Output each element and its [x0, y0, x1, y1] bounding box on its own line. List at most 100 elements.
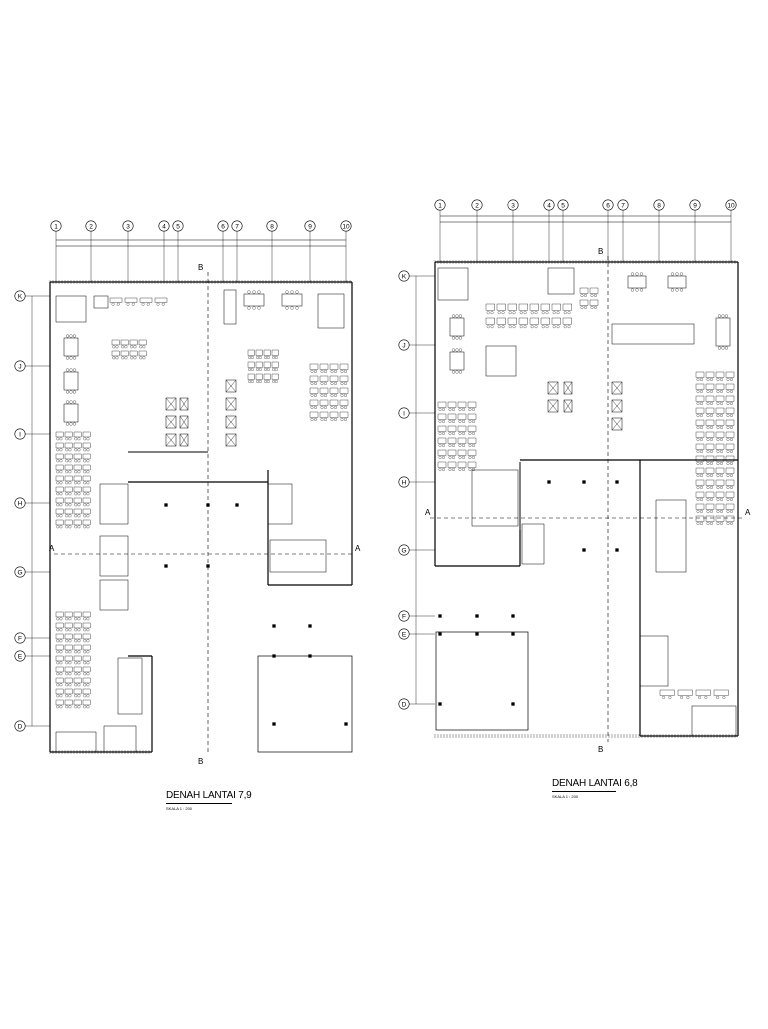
section-label-a-right: A	[355, 544, 361, 553]
lift-shaft	[563, 399, 573, 413]
chair	[458, 370, 463, 374]
room-outline	[55, 295, 87, 323]
chair	[716, 377, 720, 381]
chair	[710, 389, 713, 393]
chair	[74, 437, 78, 441]
workstation-desk	[551, 317, 561, 325]
chair	[74, 503, 78, 507]
grid-bubble-column-1: 1	[50, 220, 62, 232]
plan-title-right: DENAH LANTAI 6,8	[552, 778, 638, 789]
chair	[68, 459, 72, 463]
grid-bubble-label: 5	[176, 223, 180, 230]
chair	[720, 401, 723, 405]
chair	[83, 470, 87, 474]
workstation-desk	[82, 508, 91, 515]
chair	[56, 617, 60, 621]
chair	[700, 449, 703, 453]
workstation-desk	[82, 699, 91, 706]
workstation-desk	[64, 475, 73, 482]
chair	[56, 514, 60, 518]
workstation-desk	[705, 395, 715, 402]
workstation-desk	[715, 491, 725, 498]
chair	[700, 425, 703, 429]
chair	[77, 628, 81, 632]
chair	[730, 497, 733, 501]
structural-column	[582, 480, 586, 484]
chair	[458, 336, 463, 340]
chair	[74, 639, 78, 643]
workstation-desk	[695, 395, 705, 402]
chair	[452, 407, 455, 411]
chair	[77, 470, 81, 474]
lift-cross	[179, 397, 189, 411]
grid-bubble-row-K: K	[398, 270, 410, 282]
chair	[530, 311, 534, 315]
grid-bubble-column-4: 4	[543, 199, 555, 211]
chair	[68, 492, 72, 496]
chair	[131, 302, 135, 306]
chair	[86, 481, 90, 485]
chair	[442, 419, 445, 423]
lift-shaft	[179, 433, 189, 447]
chair	[68, 628, 72, 632]
chair	[458, 455, 462, 459]
meeting-table	[667, 275, 687, 289]
workstation-desk	[73, 633, 82, 640]
grid-bubble	[14, 360, 26, 372]
grid-bubble-column-3: 3	[122, 220, 134, 232]
structural-column	[475, 614, 479, 618]
workstation-desk	[467, 413, 477, 420]
grid-bubble	[398, 698, 410, 710]
lift-shaft	[179, 415, 189, 429]
workstation-desk	[73, 622, 82, 629]
chair	[442, 431, 445, 435]
workstation-desk	[579, 287, 589, 294]
chair	[462, 431, 465, 435]
room-outline	[437, 267, 469, 301]
lift-cross	[225, 415, 237, 429]
chair	[486, 325, 490, 329]
chair	[590, 293, 594, 297]
workstation-desk	[725, 491, 735, 498]
chair	[720, 497, 723, 501]
chair	[59, 470, 63, 474]
chair	[523, 325, 527, 329]
chair	[501, 325, 505, 329]
chair	[86, 628, 90, 632]
chair	[730, 377, 733, 381]
room-outline	[223, 289, 237, 325]
room-outline	[267, 483, 293, 525]
workstation-desk	[695, 407, 705, 414]
chair	[59, 514, 63, 518]
chair	[65, 459, 69, 463]
title-underline-right	[552, 791, 616, 792]
workstation-desk	[705, 443, 715, 450]
structural-column	[475, 632, 479, 636]
chair	[580, 293, 584, 297]
workstation-desk	[705, 407, 715, 414]
grid-bubble-label: 9	[308, 223, 312, 230]
workstation-desk	[55, 622, 64, 629]
chair	[340, 393, 344, 397]
workstation-desk	[467, 449, 477, 456]
chair	[65, 525, 69, 529]
chair	[69, 368, 73, 372]
chair	[717, 314, 722, 318]
chair	[77, 639, 81, 643]
workstation-desk	[64, 655, 73, 662]
chair	[320, 381, 324, 385]
chair	[83, 448, 87, 452]
workstation-desk	[82, 442, 91, 449]
workstation-desk	[725, 479, 735, 486]
structural-column	[438, 702, 442, 706]
lift-cross	[547, 381, 559, 395]
chair	[710, 509, 713, 513]
chair	[248, 367, 252, 371]
chair	[74, 459, 78, 463]
grid-bubble-row-E: E	[398, 628, 410, 640]
workstation-desk	[447, 401, 457, 408]
chair	[56, 705, 60, 709]
grid-bubble-label: 7	[235, 223, 239, 230]
workstation-desk	[73, 453, 82, 460]
chair	[635, 272, 639, 276]
